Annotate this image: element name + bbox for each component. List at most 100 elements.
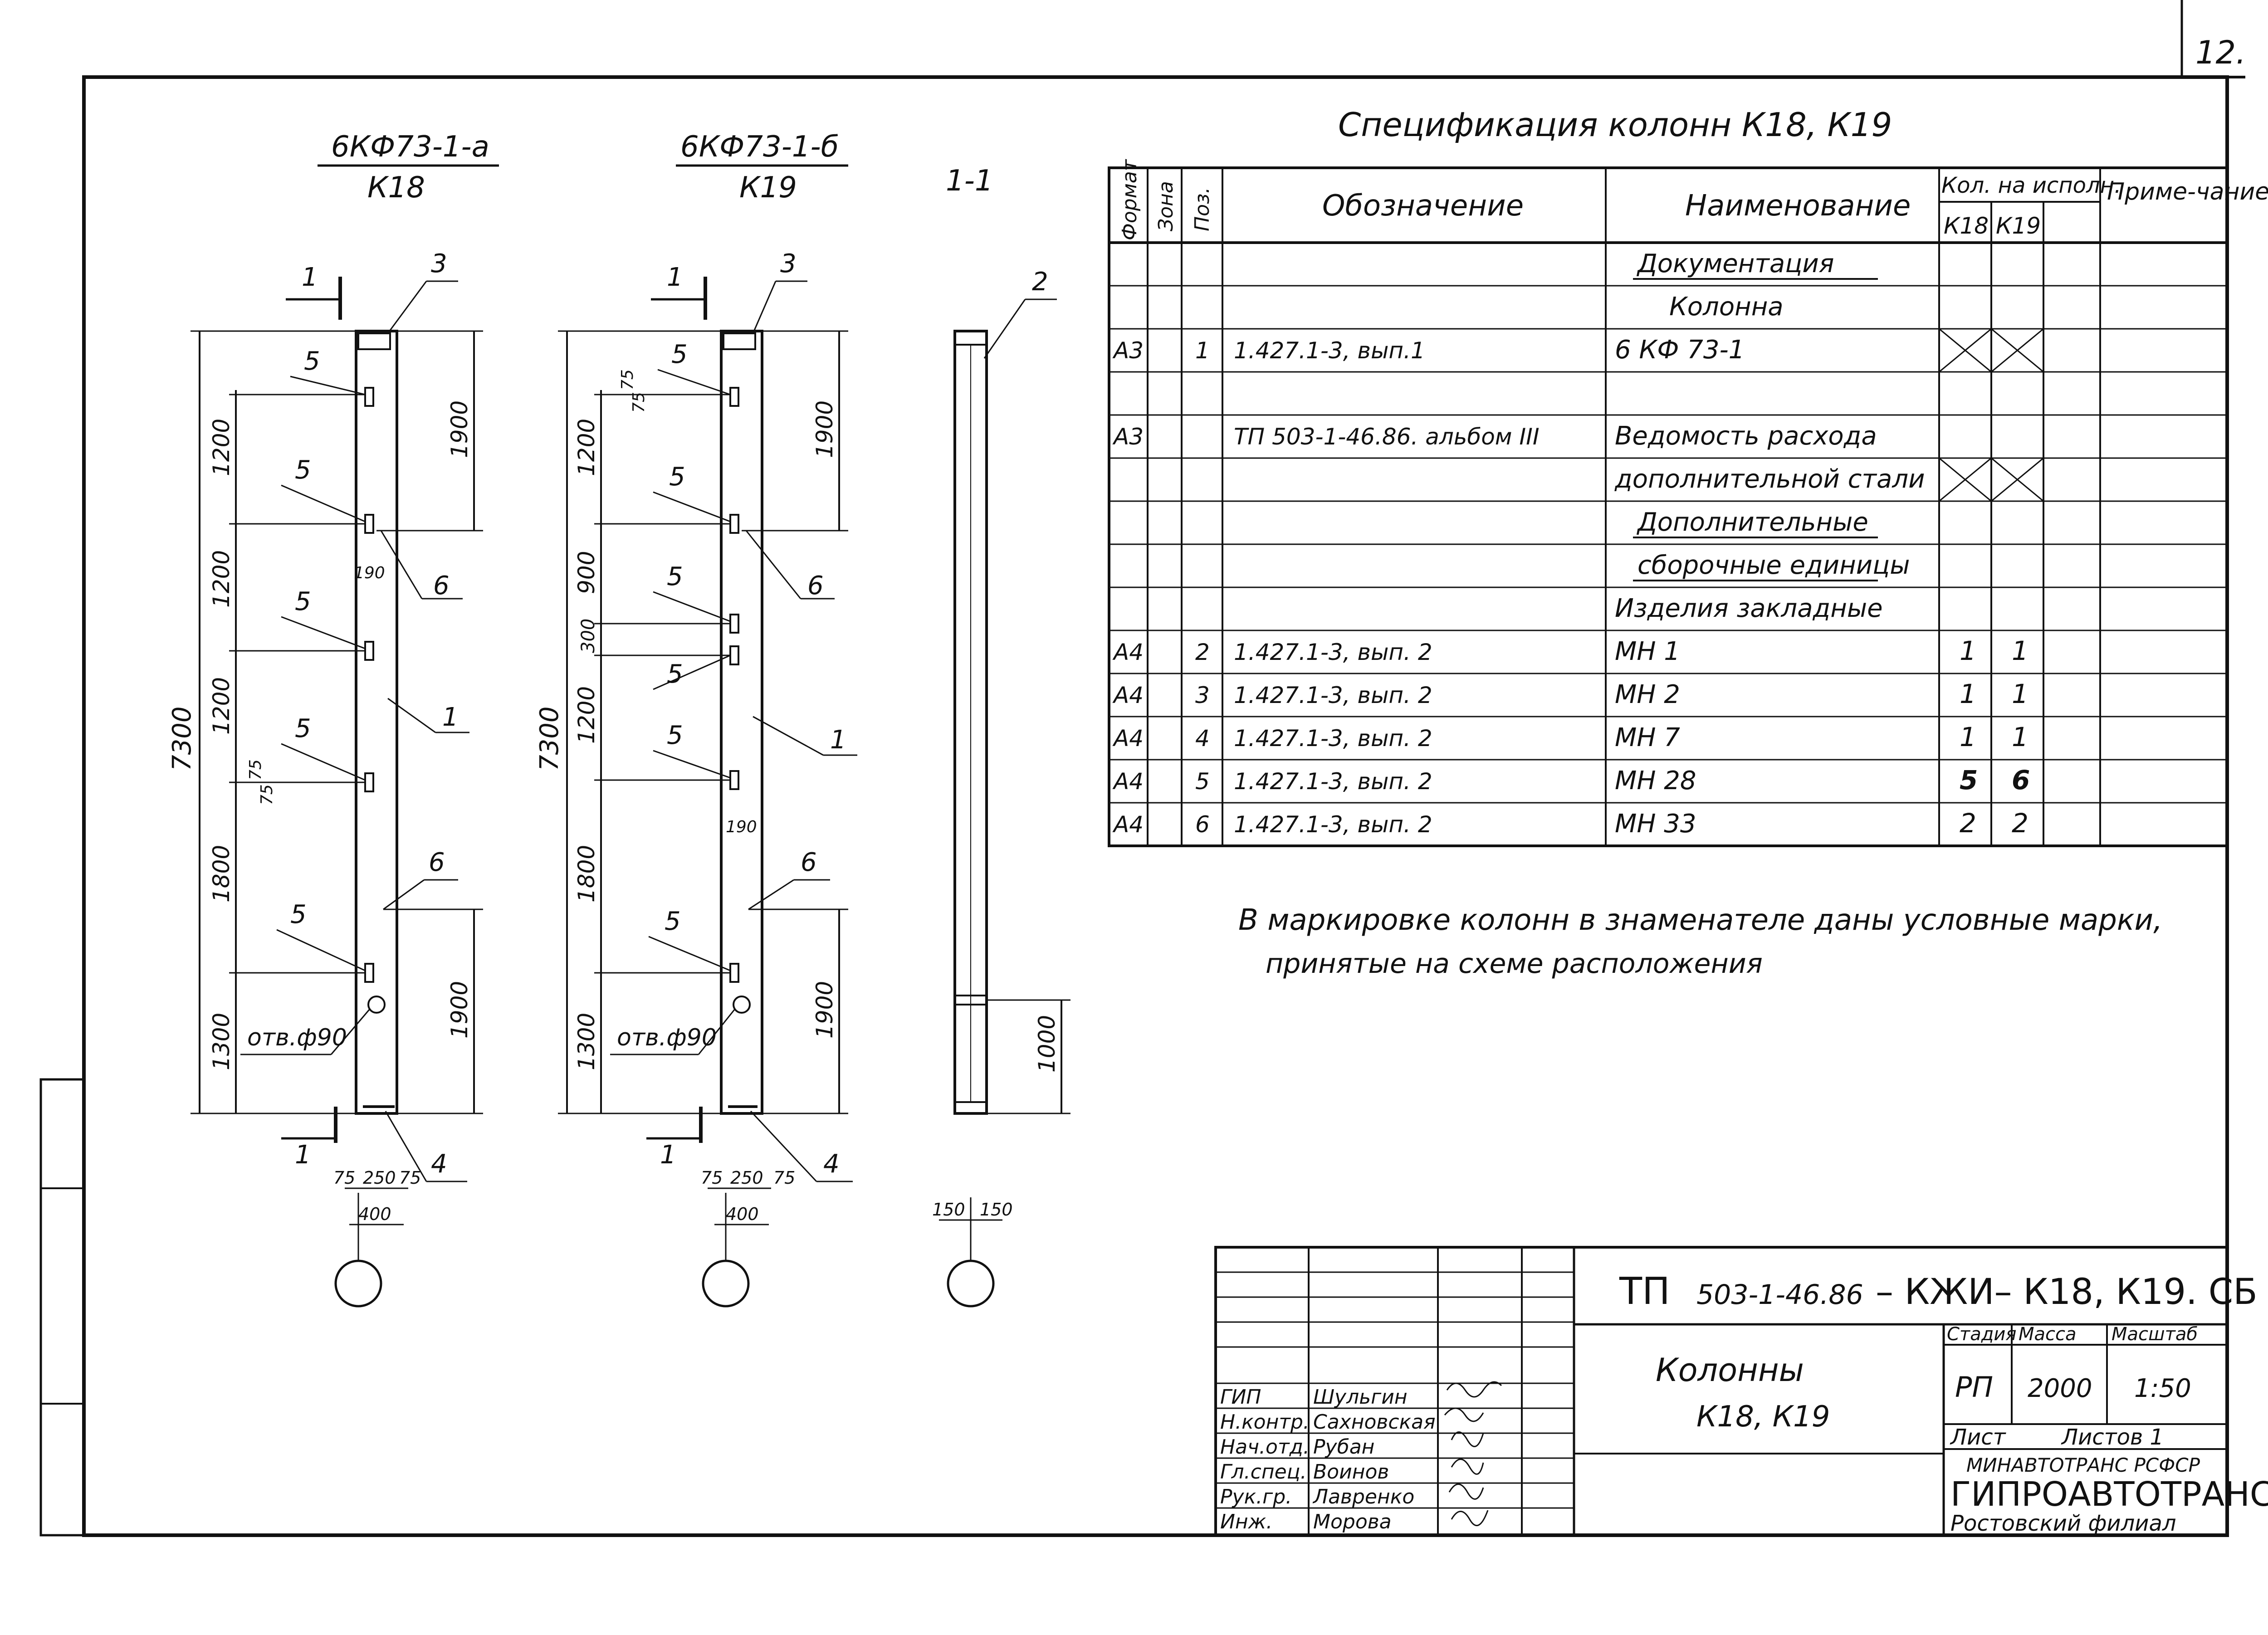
k18-column-top-plate [357,332,391,350]
spec-cell-name: Изделия закладные [1615,594,1883,623]
k19-hole [733,996,751,1014]
spec-cell-pos: 6 [1195,811,1210,838]
spec-cell-format: А4 [1112,811,1144,838]
k18-dim-190: 190 [354,564,385,582]
k18-width-75b: 75 [399,1168,421,1188]
k19-dim-left-6: 1300 [573,1013,600,1070]
spec-header-designation: Обозначение [1322,189,1524,223]
k18-embed-4 [364,772,374,792]
k19-pos-5b: 5 [669,462,685,492]
spec-cell-name: сборочные единицы [1637,551,1910,580]
spec-title: Спецификация колонн К18, К19 [1338,106,1892,144]
tb-object-line-2: К18, К19 [1696,1400,1830,1434]
spec-cell-format: А4 [1112,639,1144,665]
signature-4 [1451,1459,1484,1475]
tb-person: Лавренко [1312,1485,1414,1508]
k18-width-75a: 75 [333,1168,355,1188]
section-w2: 150 [980,1200,1013,1220]
spec-header-name: Наименование [1685,189,1911,223]
tb-role: Гл.спец. [1220,1460,1307,1484]
k19-dim-left-2: 900 [573,551,600,594]
k19-embed-3 [729,614,739,634]
k18-dim-total: 7300 [167,706,197,771]
k19-dim-right-2: 1900 [811,981,838,1039]
k19-pos-5d: 5 [667,659,683,689]
tb-mass-value: 2000 [2028,1374,2092,1403]
spec-header-qty: Кол. на исполн. [1941,173,2121,198]
k18-pos-section-bottom: 1 [295,1140,311,1170]
k19-axis-marker [702,1259,750,1308]
spec-cell-name: Дополнительные [1636,508,1868,537]
k19-embed-4 [729,645,739,665]
tb-scale-value: 1:50 [2134,1374,2191,1403]
k18-leader-6b [383,879,425,910]
k19-leader-3 [752,281,777,334]
spec-cell-k19: 1 [2012,678,2028,709]
spec-cell-format: А4 [1112,725,1144,752]
k19-dim-left-5: 1800 [573,845,600,903]
spec-cell-name: Документация [1636,249,1834,278]
k18-hole-leader-2 [330,1009,371,1055]
spec-cell-k18: 2 [1960,808,1976,839]
tb-scale-label: Масштаб [2112,1324,2198,1345]
k19-mark: 6КФ73-1-б [680,130,839,164]
tb-code-prefix: ТП [1619,1270,1670,1313]
signature-5 [1448,1484,1484,1500]
k18-dim-right-2: 1900 [446,981,473,1039]
tb-role: ГИП [1220,1386,1261,1409]
spec-cell-name: МН 2 [1615,680,1680,709]
k18-pos-4: 4 [431,1149,447,1179]
k19-leader-6b [748,879,794,910]
k18-pos-3: 3 [431,249,447,278]
section-leader-2 [983,299,1026,359]
spec-cell-designation: 1.427.1-3, вып. 2 [1234,768,1432,795]
k18-embed-2 [364,514,374,534]
title-block-frame [1214,1246,2229,1537]
k18-dim-right-1: 1900 [446,400,473,458]
sheet-number: 12. [2195,34,2246,71]
tb-org-2: ГИПРОАВТОТРАНС [1950,1475,2268,1514]
section-axis-marker [947,1259,995,1308]
spec-cell-name: Ведомость расхода [1615,421,1877,451]
k18-pos-1: 1 [442,703,459,732]
spec-cell-k18: 1 [1960,678,1976,709]
spec-header-k18: К18 [1944,213,1989,239]
signature-2 [1444,1407,1484,1422]
note-line-2: принятые на схеме расположения [1266,948,1763,980]
cross-cell-1-d4 [1991,328,2044,373]
tb-role: Рук.гр. [1220,1485,1292,1508]
spec-cell-pos: 1 [1195,337,1210,364]
spec-cell-pos: 4 [1195,725,1210,752]
k19-label: К19 [739,171,797,205]
k19-pos-5a: 5 [671,340,688,369]
k19-dim-total: 7300 [535,706,564,771]
k19-width-75a: 75 [701,1168,723,1188]
k19-pos-5f: 5 [665,907,681,936]
signature-6 [1451,1510,1489,1526]
tb-person: Рубан [1313,1435,1374,1459]
spec-cell-name: МН 33 [1615,809,1696,839]
spec-header-format: Формат [1118,159,1141,240]
sheet-frame [82,75,2229,1537]
k18-dim-left-4: 1800 [208,845,235,903]
spec-cell-k18: 5 [1960,765,1978,796]
tb-mass-label: Масса [2019,1324,2077,1345]
spec-cell-pos: 2 [1195,639,1210,665]
spec-cell-format: А4 [1112,682,1144,708]
signature-scribbles [1444,1381,1502,1526]
k19-pos-3: 3 [780,249,797,278]
k19-pos-5c: 5 [667,562,683,591]
tb-sheet-label: Лист [1950,1425,2007,1450]
k19-pos-section-top: 1 [667,263,683,292]
k19-dim-75a: 75 [618,369,637,390]
k18-leader-1 [387,698,436,733]
k18-pos-5b: 5 [295,455,311,485]
spec-cell-name: Колонна [1669,292,1784,322]
k19-leader-5e [653,750,731,779]
k18-embed-1 [364,387,374,407]
k19-pos-1: 1 [830,725,846,755]
